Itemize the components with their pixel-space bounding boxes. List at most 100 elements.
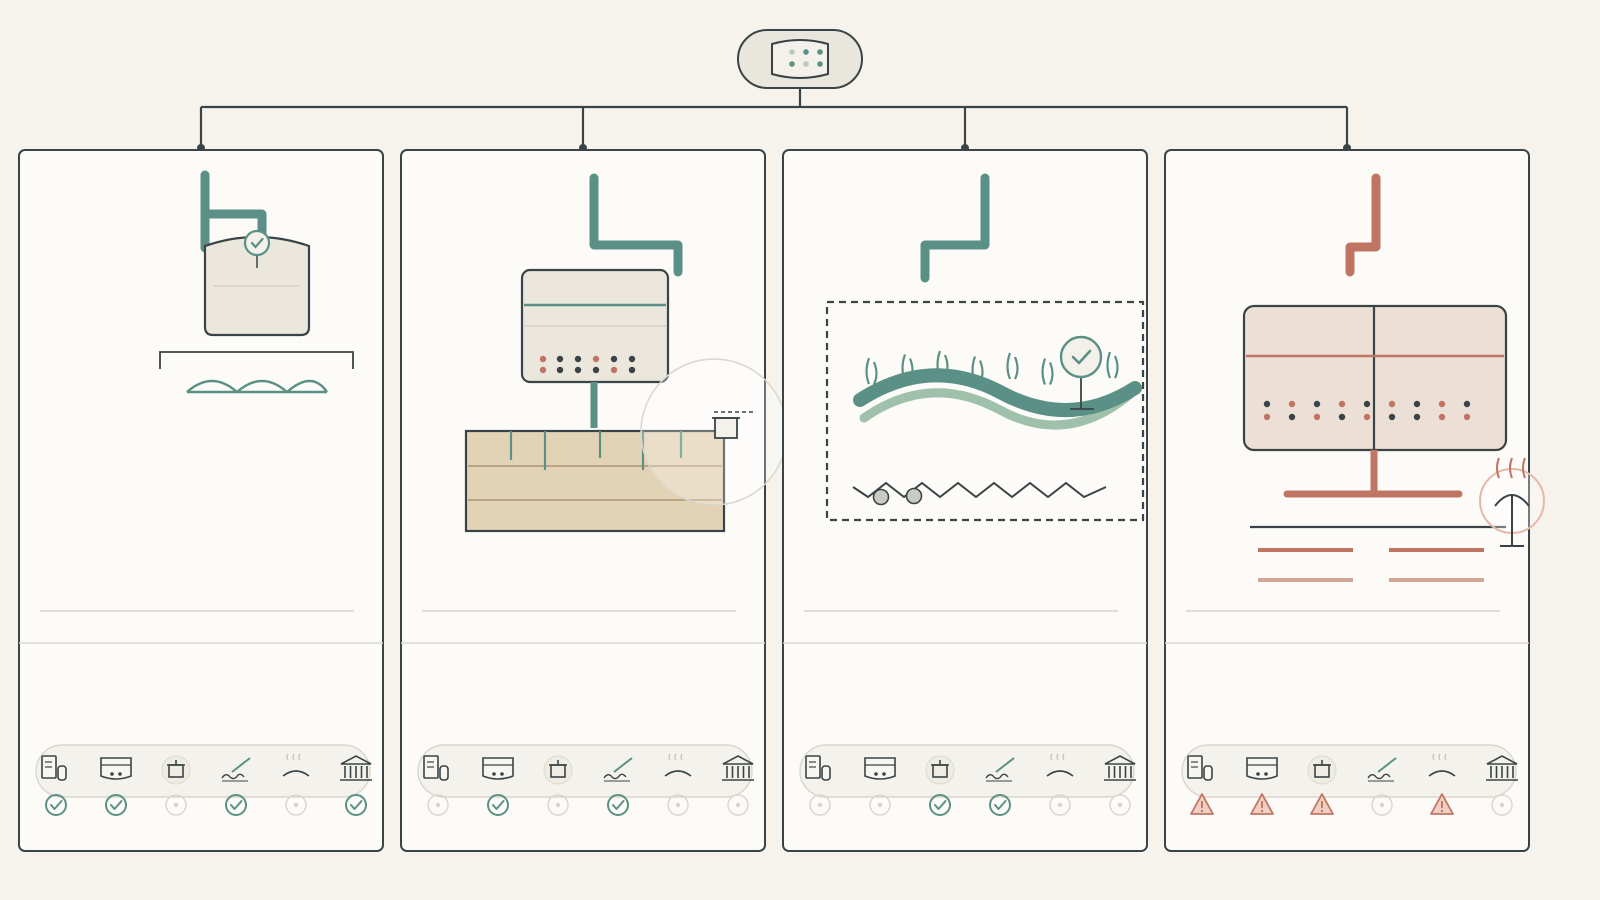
legend-cell[interactable] bbox=[543, 755, 573, 816]
pending-center bbox=[877, 802, 883, 808]
check-icon bbox=[225, 794, 247, 816]
bottle bbox=[439, 765, 449, 781]
indicator-dot bbox=[1263, 413, 1271, 421]
legend-cell[interactable] bbox=[1307, 755, 1337, 815]
pending-ring bbox=[427, 794, 449, 816]
panel-wetland bbox=[782, 149, 1148, 852]
legend-strip bbox=[417, 744, 754, 816]
pending-center bbox=[555, 802, 561, 808]
status-indicator bbox=[547, 794, 569, 816]
magnifier-lens bbox=[640, 358, 788, 506]
legend-strip bbox=[799, 744, 1136, 816]
legend-cell[interactable] bbox=[221, 757, 251, 816]
institution-icon bbox=[1486, 755, 1518, 781]
pending-ring bbox=[667, 794, 689, 816]
bottle bbox=[1203, 765, 1213, 781]
legend-cell[interactable] bbox=[1486, 755, 1518, 816]
legend-cell[interactable] bbox=[805, 755, 831, 816]
legend-cell[interactable] bbox=[100, 757, 132, 816]
check-mark bbox=[230, 800, 243, 810]
heat-wave bbox=[298, 753, 301, 761]
legend-cell[interactable] bbox=[1428, 753, 1456, 815]
legend-cell[interactable] bbox=[1046, 753, 1074, 816]
legend-cell[interactable] bbox=[925, 755, 955, 816]
check-mark bbox=[934, 800, 947, 810]
legend-cell[interactable] bbox=[985, 757, 1015, 816]
hub-icon-dot bbox=[803, 49, 809, 55]
panel-row bbox=[18, 149, 1545, 852]
pending-ring bbox=[727, 794, 749, 816]
tray-dot bbox=[1256, 772, 1260, 776]
tray-icon bbox=[1246, 757, 1278, 780]
indicator-dot bbox=[1413, 400, 1421, 408]
check-icon bbox=[929, 794, 951, 816]
heat-wave bbox=[286, 753, 289, 761]
wetland-check-badge bbox=[1059, 335, 1103, 379]
indicator-dot bbox=[1313, 413, 1321, 421]
reed-icon bbox=[1006, 352, 1019, 380]
check-mark bbox=[612, 800, 625, 810]
check-mark bbox=[110, 800, 123, 810]
legend-cell[interactable] bbox=[864, 757, 896, 816]
legend-cell[interactable] bbox=[282, 753, 310, 816]
legend-pill bbox=[1181, 744, 1517, 798]
legend-cell[interactable] bbox=[340, 755, 372, 816]
pipe bbox=[200, 170, 267, 253]
wetland-boundary bbox=[825, 300, 1145, 522]
reed-blade bbox=[971, 356, 977, 383]
reed-icon bbox=[1106, 351, 1119, 379]
status-indicator bbox=[989, 794, 1011, 816]
pending-center bbox=[817, 802, 823, 808]
status-indicator bbox=[105, 794, 127, 816]
indicator-dot bbox=[1463, 413, 1471, 421]
hub-icon-dot bbox=[789, 61, 795, 67]
heat-arc bbox=[664, 770, 692, 777]
legend-cell[interactable] bbox=[722, 755, 754, 816]
legend-pill bbox=[799, 744, 1135, 798]
indicator-dot bbox=[1413, 413, 1421, 421]
reed-blade bbox=[978, 360, 984, 383]
roof bbox=[1486, 755, 1518, 765]
pending-dot-icon bbox=[1371, 794, 1393, 816]
pending-center bbox=[1117, 802, 1123, 808]
check-ring bbox=[607, 794, 629, 816]
hub-icon-dot bbox=[817, 49, 823, 55]
badge-mark bbox=[250, 237, 264, 249]
hub-node[interactable] bbox=[737, 29, 863, 89]
reed-blade bbox=[936, 350, 942, 378]
legend-cell[interactable] bbox=[1367, 757, 1397, 816]
legend-cell[interactable] bbox=[603, 757, 633, 816]
legend-cell[interactable] bbox=[1104, 755, 1136, 816]
roof bbox=[722, 755, 754, 765]
tray-body bbox=[482, 757, 514, 780]
pen bbox=[995, 757, 1015, 773]
legend-cell[interactable] bbox=[1246, 757, 1278, 815]
heat-wave bbox=[674, 753, 677, 761]
pen bbox=[231, 757, 251, 773]
status-indicator bbox=[1491, 794, 1513, 816]
check-icon bbox=[45, 794, 67, 816]
legend-cell[interactable] bbox=[482, 757, 514, 816]
indicator-dot bbox=[1388, 400, 1396, 408]
gravel-zigzag bbox=[852, 481, 1107, 499]
legend-cell[interactable] bbox=[1187, 755, 1214, 815]
legend-cell[interactable] bbox=[41, 755, 67, 816]
indicator-dot bbox=[1363, 400, 1371, 408]
pending-center bbox=[435, 802, 441, 808]
pen-signature-icon bbox=[221, 757, 251, 782]
pending-ring bbox=[1049, 794, 1071, 816]
legend-cell[interactable] bbox=[161, 755, 191, 816]
status-indicator bbox=[165, 794, 187, 816]
pending-ring bbox=[285, 794, 307, 816]
pen-signature-icon bbox=[603, 757, 633, 782]
pipe bbox=[1345, 173, 1381, 277]
status-indicator bbox=[487, 794, 509, 816]
status-indicator bbox=[1190, 793, 1214, 815]
pending-dot-icon bbox=[1049, 794, 1071, 816]
legend-cell[interactable] bbox=[423, 755, 449, 816]
indicator-dot bbox=[574, 355, 582, 363]
legend-cell[interactable] bbox=[664, 753, 692, 816]
reed-blade bbox=[1106, 351, 1112, 379]
hub-icon-dot bbox=[817, 61, 823, 67]
status-indicator bbox=[929, 794, 951, 816]
